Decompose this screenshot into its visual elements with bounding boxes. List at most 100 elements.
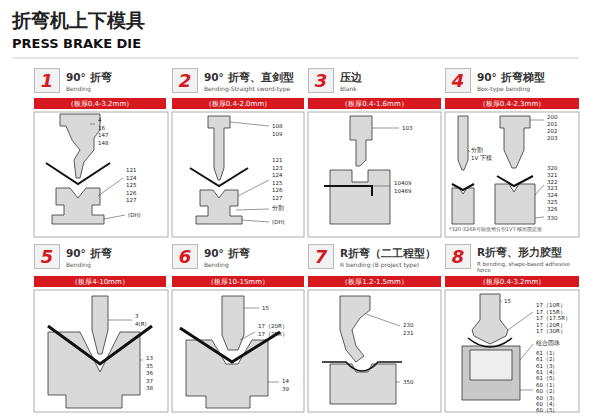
callout-number: 39 <box>282 386 289 392</box>
callout-number: 37 <box>146 378 153 384</box>
callout-number: 15 <box>262 305 269 311</box>
thickness-band: （板厚1.2-1.5mm） <box>308 276 441 287</box>
heading-en: Blank <box>340 86 357 93</box>
panel-number-text: 6 <box>179 246 192 267</box>
callout-number: 61（2） <box>536 356 559 362</box>
callout-number: 17（30R） <box>536 328 566 334</box>
heading: R折弯、形力胶型 <box>477 247 562 259</box>
thickness-text: （板厚0.4-1.6mm） <box>341 99 407 109</box>
callout-number: (DH) <box>128 212 141 218</box>
heading-en: Bending <box>66 86 91 93</box>
callout-number: 325 <box>547 199 558 205</box>
heading: 90° 折弯 <box>66 248 112 260</box>
panel-number-text: 2 <box>179 70 192 91</box>
callout-number: 125 <box>272 180 283 186</box>
heading-en: Bending <box>204 262 229 269</box>
callout-number: 61（4） <box>536 369 559 375</box>
callout-number: 321 <box>547 172 558 178</box>
page-title: 折弯机上下模具 <box>12 10 145 31</box>
thickness-band: （板厚4-10mm） <box>34 276 166 287</box>
thickness-band: （板厚0.4-1.6mm） <box>308 98 441 109</box>
panel-number: 4 <box>445 68 471 93</box>
panel-number-text: 8 <box>452 246 465 267</box>
heading-en: Bending <box>66 262 91 269</box>
callout-number: 17（10R） <box>536 302 566 308</box>
callout-number: 231 <box>403 330 414 336</box>
thickness-text: （板厚0.4-3.2mm） <box>67 99 133 109</box>
callout-number: 126 <box>126 190 137 196</box>
thickness-text: （板厚1.2-1.5mm） <box>341 277 407 287</box>
callout-number: 38 <box>146 385 153 391</box>
heading: 90° 折弯、直剑型 <box>204 72 294 84</box>
thickness-text: （板厚0.4-2.3mm） <box>479 99 545 109</box>
panel-number-text: 7 <box>315 246 328 267</box>
panel-number-text: 3 <box>315 70 328 91</box>
panel-number: 7 <box>308 244 334 269</box>
panel-number-text: 4 <box>452 70 465 91</box>
callout-number: 10469 <box>394 188 412 194</box>
callout-number: 124 <box>272 172 283 178</box>
callout-number: 13 <box>146 355 153 361</box>
thickness-text: （板厚0.4-2.0mm） <box>205 99 271 109</box>
thickness-band: （板厚0.4-3.2mm） <box>445 276 579 287</box>
callout-number: 330 <box>547 215 558 221</box>
thickness-band: （板厚0.4-3.2mm） <box>34 98 166 109</box>
callout-number: 17（15R） <box>536 309 566 315</box>
callout-number: 108 <box>272 123 283 129</box>
panel-number: 6 <box>172 244 198 269</box>
callout-number: 60（2） <box>536 388 559 394</box>
callout-number: 326 <box>547 206 558 212</box>
callout-number: 147 <box>98 132 109 138</box>
callout-number: 200 <box>547 114 558 120</box>
callout-number: 17（25R） <box>258 331 288 337</box>
callout-number: 322 <box>547 179 558 185</box>
panel-number-text: 5 <box>41 246 54 267</box>
footnote: *320-326R可能使用分割1V下模而固定座 <box>449 227 542 233</box>
heading-en: R bending (B project type) <box>340 262 419 269</box>
callout-number: 分割 <box>272 205 284 211</box>
callout-number: 124 <box>126 175 137 181</box>
callout-number: 4(R) <box>135 321 147 327</box>
callout-number: 14 <box>282 378 289 384</box>
panel-number: 2 <box>172 68 198 93</box>
callout-number: 202 <box>547 128 558 134</box>
callout-number: 323 <box>547 185 558 191</box>
thickness-band: （板厚10-15mm） <box>172 276 304 287</box>
heading: R折弯（二工程型） <box>340 248 436 260</box>
callout-number: 121 <box>126 167 137 173</box>
callout-number: 127 <box>272 195 283 201</box>
subtitle: PRESS BRAKE DIE <box>12 37 141 51</box>
thickness-band: （板厚0.4-2.0mm） <box>172 98 304 109</box>
callout-number: 1V 下模 <box>471 155 492 161</box>
callout-number: 324 <box>547 192 558 198</box>
callout-number: 3 <box>135 313 139 319</box>
thickness-text: （板厚0.4-3.2mm） <box>479 277 545 287</box>
callout-number: 15 <box>504 298 511 304</box>
callout-number: 201 <box>547 121 558 127</box>
callout-number: 17（20R） <box>536 322 566 328</box>
callout-number: 350 <box>403 379 414 385</box>
panel-number: 8 <box>445 244 471 269</box>
callout-number: 16 <box>98 125 105 131</box>
panel-number: 1 <box>34 68 60 93</box>
callout-number: 60（4） <box>536 401 559 407</box>
thickness-text: （板厚4-10mm） <box>71 277 129 287</box>
callout-number: 103 <box>402 125 413 131</box>
callout-number: 17（20R） <box>258 323 288 329</box>
callout-number: 148 <box>98 140 109 146</box>
heading-en: Bending-Straight sword-type <box>204 86 290 93</box>
heading: 压边 <box>340 72 362 84</box>
callout-number: 60（5） <box>536 407 559 413</box>
callout-number: 4 <box>98 117 102 123</box>
panel-number: 3 <box>308 68 334 93</box>
callout-number: 35 <box>146 363 153 369</box>
callout-number: 121 <box>272 157 283 163</box>
panel-number: 5 <box>34 244 60 269</box>
thickness-text: （板厚10-15mm） <box>207 277 269 287</box>
heading: 90° 折弯 <box>66 72 112 84</box>
callout-number: 分割 <box>471 147 483 153</box>
callout-number: 109 <box>272 131 283 137</box>
callout-number: 61（1） <box>536 350 559 356</box>
callout-number: 230 <box>403 322 414 328</box>
